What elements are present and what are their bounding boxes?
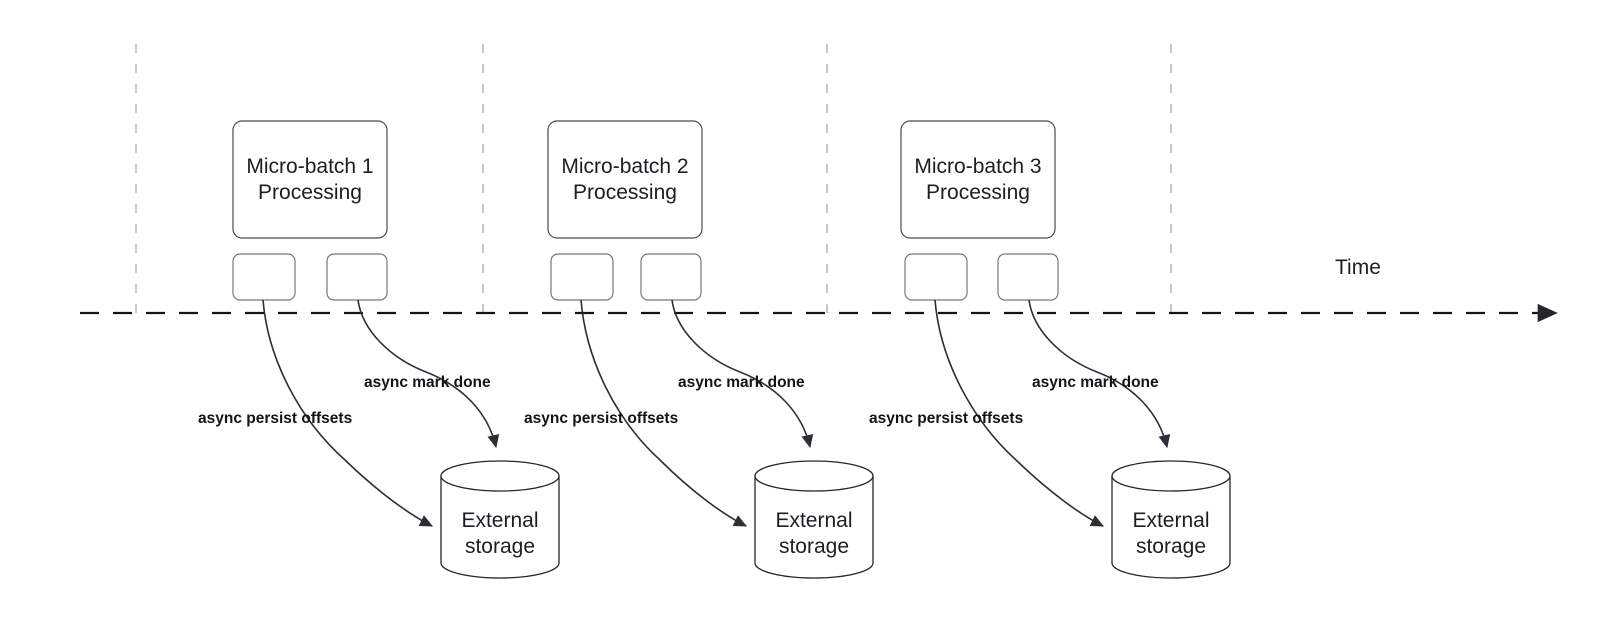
micro-batch-3-task-box-right[interactable] [997, 253, 1059, 301]
external-storage-3-label-line2: storage [1136, 535, 1206, 558]
micro-batch-2-persist-offsets-arrow [580, 299, 748, 527]
micro-batch-1-external-storage[interactable]: External storage [440, 460, 560, 579]
micro-batch-1-box[interactable]: Micro-batch 1 Processing [232, 120, 388, 239]
micro-batch-3-persist-offsets-arrow [934, 299, 1105, 527]
external-storage-2-label-line2: storage [779, 535, 849, 558]
micro-batch-1-persist-offsets-arrow [262, 299, 434, 527]
micro-batch-3-task-box-left[interactable] [904, 253, 968, 301]
micro-batch-3-box[interactable]: Micro-batch 3 Processing [900, 120, 1056, 239]
external-storage-3-body[interactable] [1111, 476, 1231, 579]
micro-batch-3-label-line1: Micro-batch 3 [914, 155, 1041, 178]
external-storage-3-label-line1: External [1132, 509, 1209, 532]
micro-batch-group-2: Micro-batch 2 Processing async persist o… [524, 120, 874, 579]
external-storage-2-label-line1: External [775, 509, 852, 532]
micro-batch-2-task-box-left[interactable] [550, 253, 614, 301]
micro-batch-2-external-storage[interactable]: External storage [754, 460, 874, 579]
external-storage-1-top [440, 460, 560, 492]
micro-batch-2-mark-done-arrow [671, 299, 814, 449]
external-storage-2-body[interactable] [754, 476, 874, 579]
external-storage-2-top [754, 460, 874, 492]
micro-batch-2-rect[interactable] [547, 120, 703, 239]
micro-batch-1-rect[interactable] [232, 120, 388, 239]
micro-batch-3-rect[interactable] [900, 120, 1056, 239]
micro-batch-group-1: Micro-batch 1 Processing async persist o… [198, 120, 560, 579]
micro-batch-1-persist-offsets-label: async persist offsets [198, 410, 352, 427]
micro-batch-2-persist-offsets-label: async persist offsets [524, 410, 678, 427]
external-storage-1-body[interactable] [440, 476, 560, 579]
guide-lines [135, 44, 1172, 313]
micro-batch-1-label-line2: Processing [258, 181, 362, 204]
micro-batch-2-label-line2: Processing [573, 181, 677, 204]
timeline-axis-label: Time [1335, 256, 1381, 279]
micro-batch-2-mark-done-label: async mark done [678, 374, 805, 391]
micro-batch-3-label-line2: Processing [926, 181, 1030, 204]
micro-batch-3-persist-offsets-label: async persist offsets [869, 410, 1023, 427]
micro-batch-2-task-box-right[interactable] [640, 253, 702, 301]
micro-batch-1-mark-done-arrow [357, 299, 500, 449]
micro-batch-3-external-storage[interactable]: External storage [1111, 460, 1231, 579]
timeline-axis: Time [80, 256, 1558, 323]
micro-batch-3-mark-done-arrow [1028, 299, 1171, 449]
micro-batch-1-task-box-right[interactable] [326, 253, 388, 301]
micro-batch-1-task-box-left[interactable] [232, 253, 296, 301]
micro-batch-2-label-line1: Micro-batch 2 [561, 155, 688, 178]
micro-batch-1-mark-done-label: async mark done [364, 374, 491, 391]
micro-batch-1-label-line1: Micro-batch 1 [246, 155, 373, 178]
external-storage-1-label-line2: storage [465, 535, 535, 558]
micro-batch-2-box[interactable]: Micro-batch 2 Processing [547, 120, 703, 239]
external-storage-3-top [1111, 460, 1231, 492]
micro-batch-group-3: Micro-batch 3 Processing async persist o… [869, 120, 1231, 579]
external-storage-1-label-line1: External [461, 509, 538, 532]
micro-batch-3-mark-done-label: async mark done [1032, 374, 1159, 391]
